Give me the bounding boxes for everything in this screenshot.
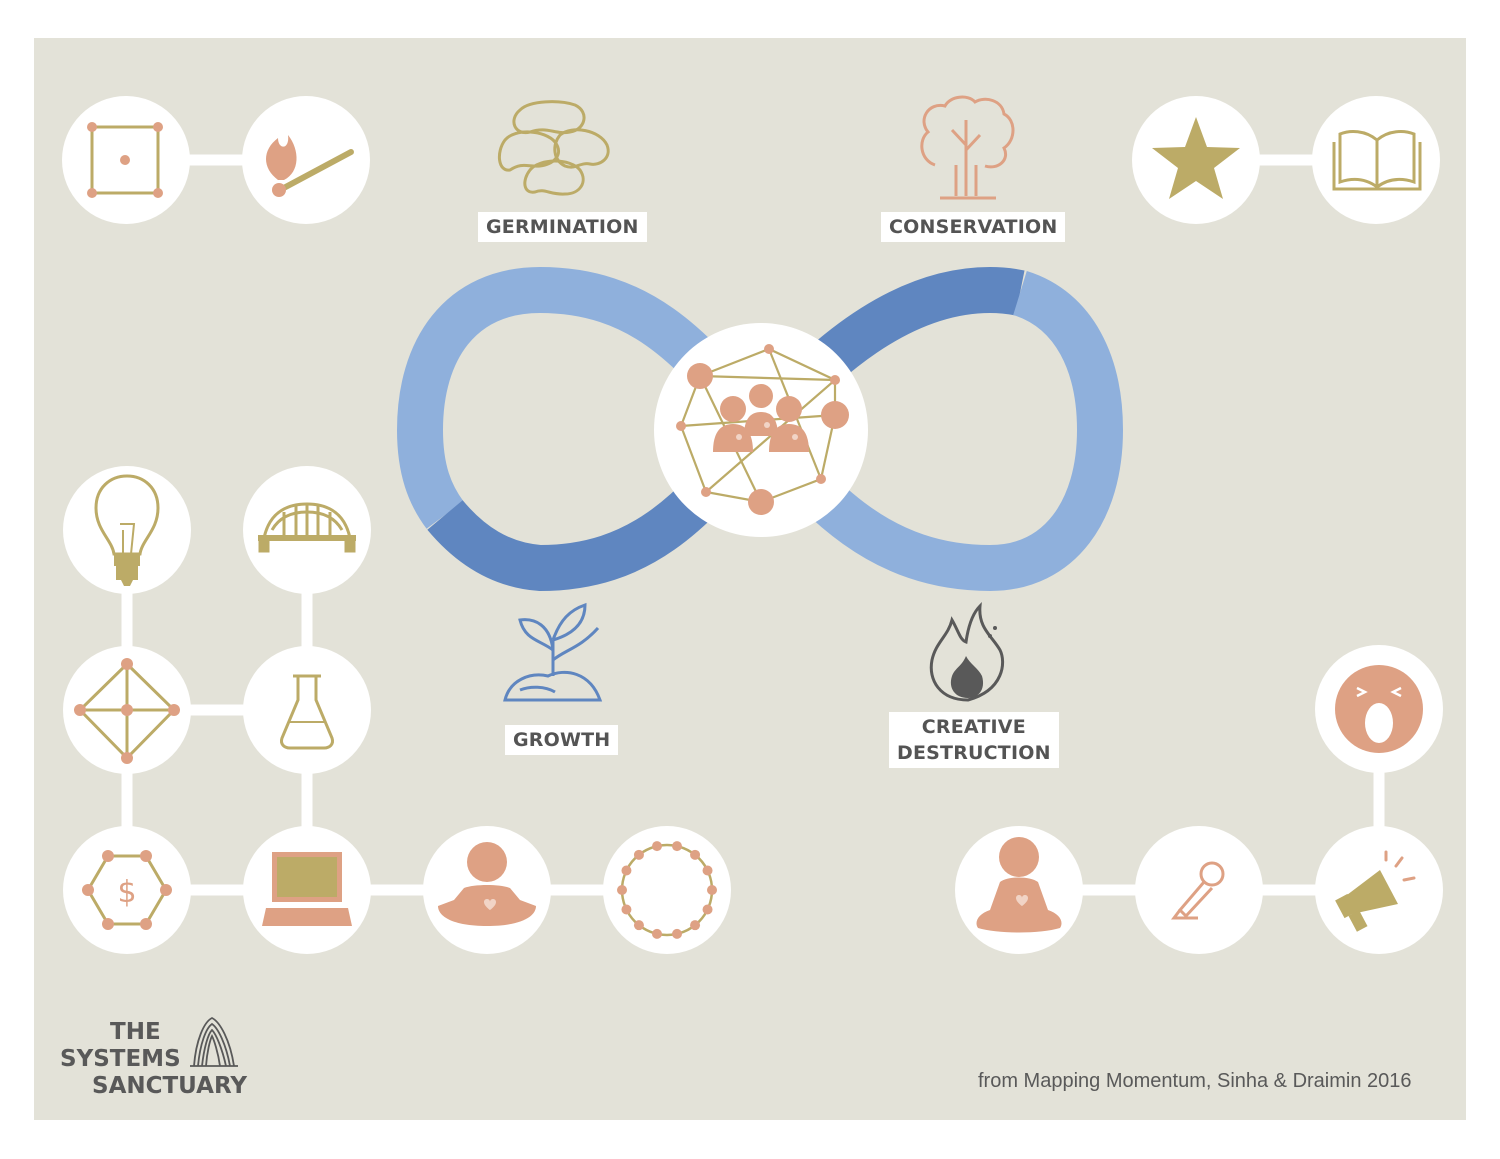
shouting-face-icon — [1315, 645, 1443, 773]
flame-icon — [929, 602, 1005, 702]
ring-dot — [690, 849, 701, 860]
ring-dot — [633, 920, 644, 931]
phase-label-growth: GROWTH — [505, 725, 619, 755]
money-hexagon-icon: $ — [63, 826, 191, 954]
svg-text:$: $ — [117, 875, 136, 910]
ring-dot — [651, 841, 662, 852]
person-icon — [423, 826, 551, 954]
tree-icon — [920, 95, 1015, 200]
diamond-network-icon — [63, 646, 191, 774]
meditating-person-icon — [955, 826, 1083, 954]
ring-dot — [702, 865, 713, 876]
laptop-icon — [243, 826, 371, 954]
book-icon — [1312, 96, 1440, 224]
loop-left-light — [396, 266, 779, 529]
source-credit: from Mapping Momentum, Sinha & Draimin 2… — [978, 1070, 1412, 1092]
circle-network-icon — [603, 826, 731, 954]
ring-dot — [672, 928, 683, 939]
phase-label-germination: GERMINATION — [478, 212, 647, 242]
lightbulb-icon — [63, 466, 191, 594]
ring-dot — [702, 904, 713, 915]
megaphone-icon — [1315, 826, 1443, 954]
loop-right-light — [743, 271, 1124, 592]
community-network-icon — [654, 323, 868, 537]
sanctuary-logo-icon — [190, 1016, 238, 1067]
ring-dot — [651, 928, 662, 939]
phase-label-conservation: CONSERVATION — [881, 212, 1066, 242]
beans-icon — [497, 100, 610, 196]
square-network-icon — [62, 96, 190, 224]
ring-dot — [633, 849, 644, 860]
bridge-icon — [243, 466, 371, 594]
match-icon — [242, 96, 370, 224]
phase-label-creative-destruction: CREATIVE DESTRUCTION — [889, 712, 1059, 768]
ring-dot — [690, 920, 701, 931]
ring-dot — [707, 885, 717, 895]
sprout-icon — [503, 602, 603, 702]
ring-dot — [621, 904, 632, 915]
ring-dot — [672, 841, 683, 852]
ring-dot — [617, 885, 627, 895]
flask-icon — [243, 646, 371, 774]
brand-line-2: SYSTEMS — [60, 1046, 181, 1072]
microphone-icon — [1135, 826, 1263, 954]
star-icon — [1132, 96, 1260, 224]
ring-dot — [621, 865, 632, 876]
brand-line-3: SANCTUARY — [92, 1073, 248, 1099]
brand-line-1: THE — [110, 1019, 161, 1045]
